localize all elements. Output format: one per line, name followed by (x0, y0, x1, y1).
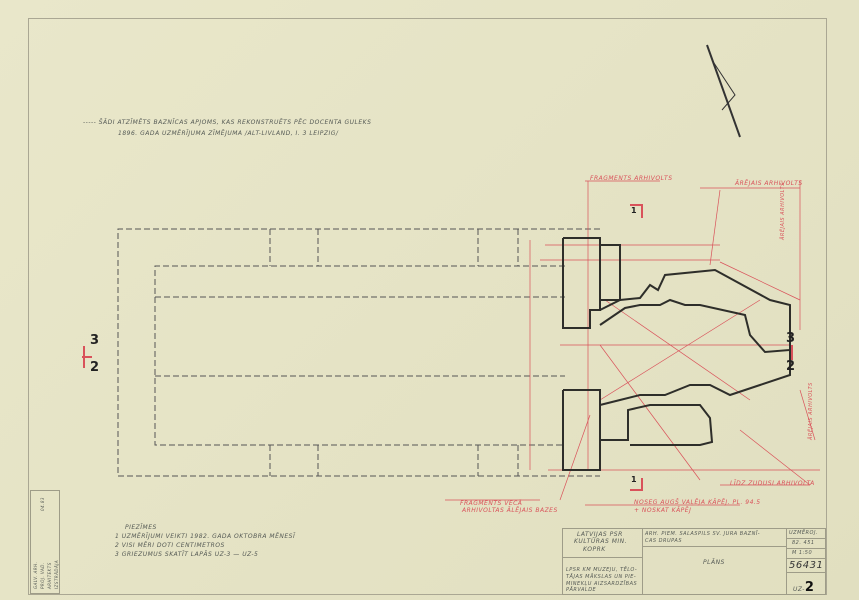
org-line: KOPRK (583, 546, 606, 553)
divider (786, 558, 825, 559)
note-item: 3 GRIEZUMUS SKATĪT LAPĀS UZ-3 — UZ-5 (115, 551, 259, 558)
note-item: 2 VISI MĒRI DOTI CENTIMETROS (115, 542, 225, 549)
section-mark-bottom: 1 (631, 475, 637, 484)
section-mark-left-top: 3 (90, 333, 100, 348)
reconstruction-note-line-1: ----- ŠĀDI ATZĪMĒTS BAZNĪCAS APJOMS, KAS… (83, 119, 372, 126)
label-lost-archivolt: LĪDZ ZUDUSI ARHIVOLTA (730, 480, 815, 487)
section-mark-top: 1 (631, 206, 637, 215)
inst-line: LPSR KM MUZEJU, TĒLO- (566, 567, 638, 573)
surviving-walls (562, 237, 791, 471)
label-old-fragment-1: FRAGMENTS VECĀ (460, 500, 523, 507)
section-mark-left-bottom: 2 (90, 360, 100, 375)
sheet-number: UZ-2 (793, 576, 814, 595)
divider (563, 557, 642, 558)
org-line: KULTŪRAS MIN. (574, 538, 628, 545)
label-stair-note-2: + NOSKAT KĀPĒJ (634, 507, 692, 514)
stamp-row: GALV. ARH. (33, 561, 38, 589)
sheet-num: 2 (804, 580, 814, 595)
year-code: 82. 451 (792, 540, 815, 546)
north-arrow-icon (706, 44, 741, 138)
divider (642, 546, 786, 547)
sheet-prefix: UZ- (793, 586, 805, 593)
divider (642, 529, 643, 594)
reconstructed-outline (117, 228, 600, 477)
section-mark-right-top: 3 (786, 331, 796, 346)
label-old-fragment-2: ARHIVOLTAS ĀLĒJAIS BAZES (462, 507, 558, 514)
reconstruction-note-line-2: 1896. GADA UZMĒRĪJUMA ZĪMĒJUMA /ALT-LIVL… (118, 130, 339, 137)
title-block: LATVIJAS PSR KULTŪRAS MIN. KOPRK LPSR KM… (562, 528, 826, 595)
drawing-number: 56431 (789, 560, 824, 571)
label-fragment-archivolt: FRAGMENTS ARHIVOLTS (590, 175, 673, 182)
section-mark-right-bottom: 2 (786, 359, 796, 374)
label-outer-archivolt: ĀRĒJAIS ARHIVOLTS (735, 180, 803, 187)
scale: M 1:50 (792, 550, 813, 556)
inst-line: TĀJAS MĀKSLAS UN PIE- (566, 574, 637, 580)
stamp-row: ARHITEKTS (47, 562, 52, 589)
dimension-lines (445, 180, 820, 506)
divider (786, 529, 787, 594)
divider (786, 572, 825, 573)
project-line: CAS DRUPAS (645, 538, 683, 544)
signature-stamp: GALV. ARH. PROJ. VAD. ARHITEKTS IZSTRĀDĀ… (30, 490, 60, 594)
stamp-row: IZSTRĀDĀJA (54, 559, 59, 589)
measured-label: UZMĒROJ. (789, 530, 819, 536)
label-stair-note-1: NOSEG AUGŠ VAĻĒJA KĀPĒJ. PL. 94.5 (634, 499, 761, 506)
stamp-date: 04.83 (40, 497, 45, 511)
divider (786, 548, 825, 549)
stamp-row: PROJ. VAD. (40, 562, 45, 589)
sheet-title: PLĀNS (703, 559, 725, 566)
project-line: ARH. PIEM. SALASPILS SV. JURA BAZNĪ- (645, 531, 761, 537)
notes-title: PIEZĪMES (125, 524, 157, 531)
note-item: 1 UZMĒRĪJUMI VEIKTI 1982. GADA OKTOBRA M… (115, 533, 296, 540)
label-right-vertical-lower: ĀRĒJAIS ARHIVOLTS (808, 382, 814, 440)
org-line: LATVIJAS PSR (577, 531, 623, 538)
inst-line: MINEKĻU AIZSARDZĪBAS (566, 581, 638, 587)
divider (786, 538, 825, 539)
inst-line: PĀRVALDE (566, 587, 597, 593)
label-right-vertical-upper: ĀRĒJAIS ARHIVOLTS (780, 182, 786, 240)
section-markers (82, 204, 793, 491)
drawing-frame (28, 18, 827, 595)
